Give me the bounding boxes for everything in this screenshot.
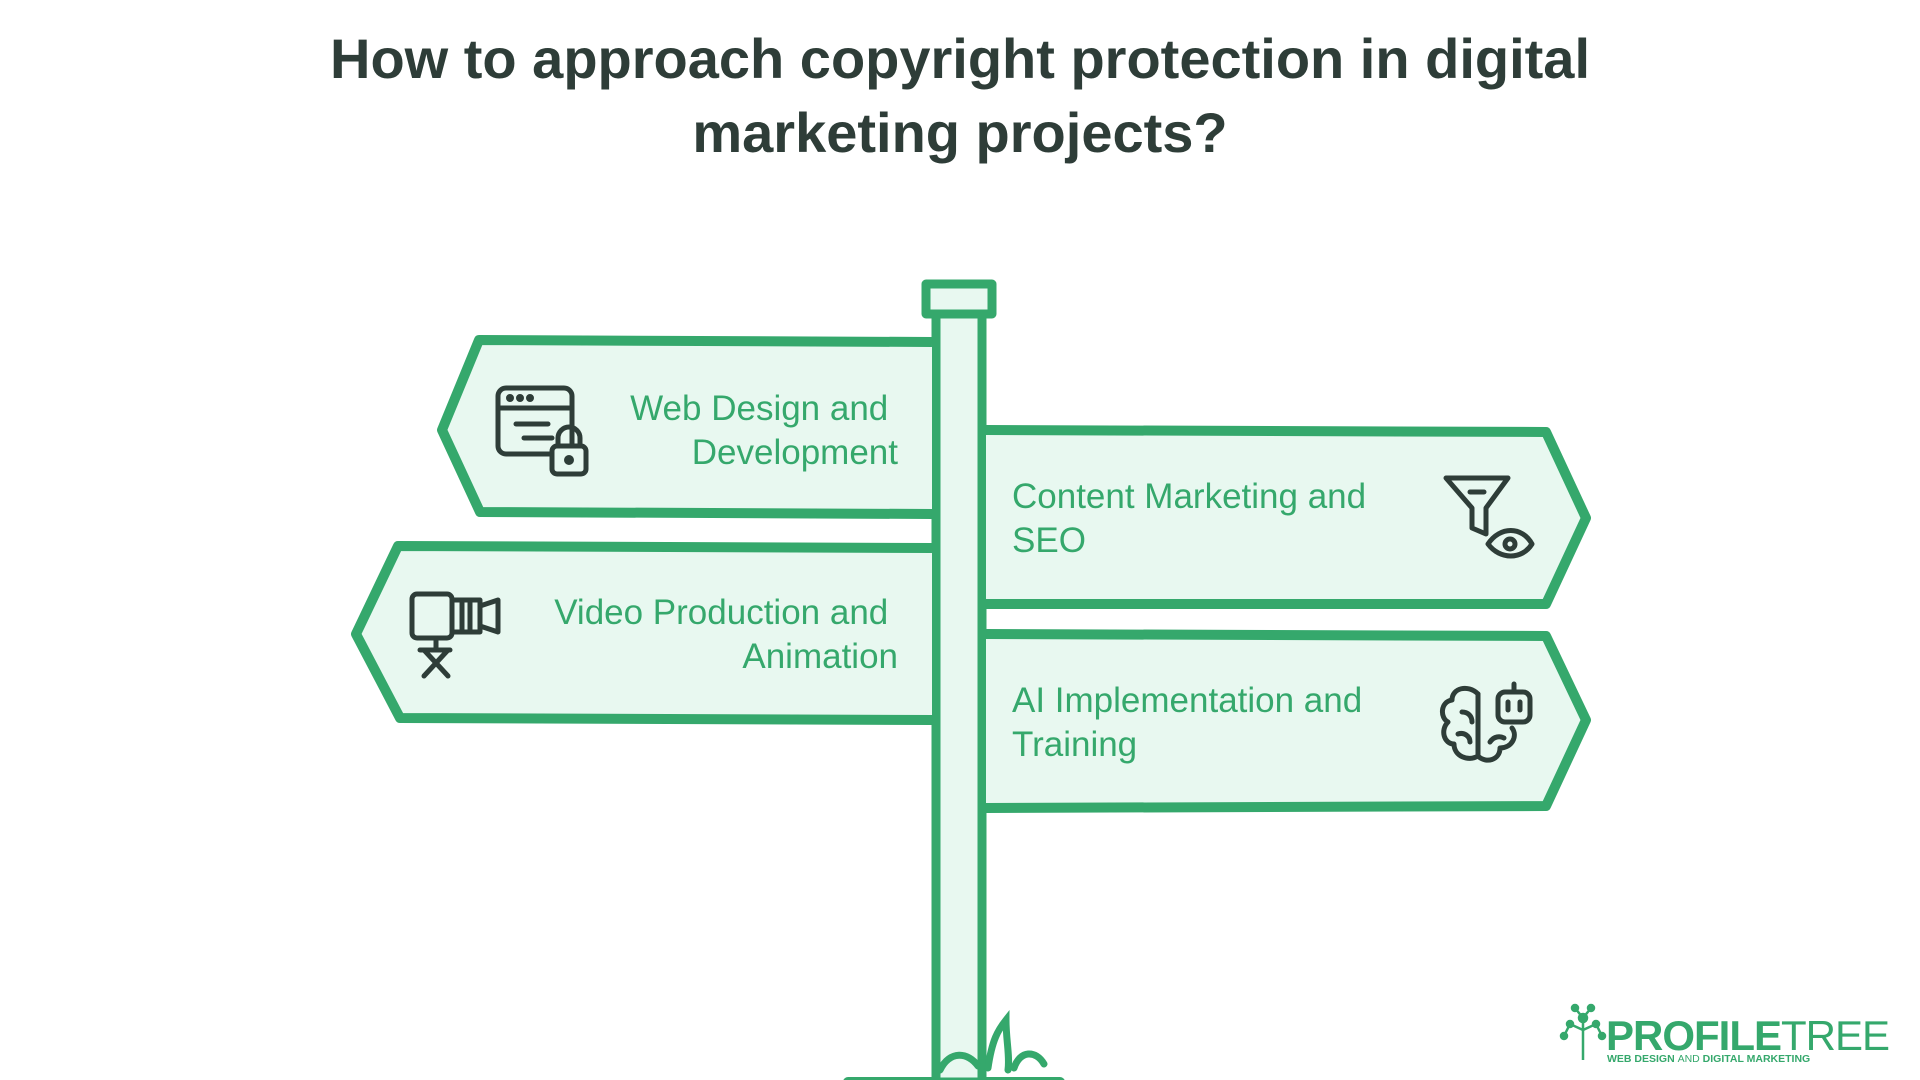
svg-text:PROFILETREE: PROFILETREE [1606, 1012, 1889, 1059]
logo-name-profile: PROFILE [1606, 1012, 1781, 1059]
page-title: How to approach copyright protection in … [260, 22, 1660, 170]
svg-text:AI Implementation and Tr: AI Implementation and Training [1012, 681, 1372, 764]
sign-web-design-line2: Development [692, 433, 898, 472]
sign-video-production-line2: Animation [742, 637, 898, 676]
browser-lock-icon [495, 385, 589, 477]
sign-content-marketing-board [985, 425, 1591, 609]
title-line-1: How to approach copyright protection in … [330, 27, 1590, 90]
svg-text:Content Marketing and SE: Content Marketing and SEO [1012, 477, 1376, 560]
sign-web-design: Web Design and Development [437, 335, 933, 519]
profiletree-logo: PROFILETREE WEB DESIGN AND DIGITAL MARKE… [1559, 1003, 1890, 1065]
video-camera-icon [409, 591, 501, 679]
sign-video-production: Video Production and Animation [351, 541, 933, 725]
sign-content-marketing-line1: Content Marketing and [1012, 477, 1366, 516]
sign-web-design-line1: Web Design and [630, 389, 888, 428]
svg-text:Web Design and Developme: Web Design and Development [630, 389, 898, 472]
funnel-eye-icon [1443, 475, 1535, 559]
tree-logo-icon [1559, 1003, 1607, 1060]
svg-text:WEB DESIGN AND DIGITAL MARKETI: WEB DESIGN AND DIGITAL MARKETING [1607, 1053, 1810, 1065]
brain-robot-icon [1440, 681, 1533, 763]
sign-content-marketing-line2: SEO [1012, 521, 1086, 560]
sign-ai-implementation-board [985, 629, 1591, 813]
logo-tagline-a: WEB DESIGN [1607, 1053, 1678, 1065]
sign-video-production-line1: Video Production and [554, 593, 888, 632]
logo-tagline-c: DIGITAL MARKETING [1700, 1053, 1810, 1065]
sign-content-marketing: Content Marketing and SEO [985, 425, 1591, 609]
sign-video-production-board [351, 541, 933, 725]
logo-name-tree: TREE [1781, 1012, 1889, 1059]
sign-ai-implementation: AI Implementation and Training [985, 629, 1591, 813]
logo-tagline-b: AND [1678, 1053, 1701, 1065]
grass-tuft [936, 1010, 1048, 1074]
sign-ai-implementation-line1: AI Implementation and [1012, 681, 1362, 720]
svg-text:Video Production and Ani: Video Production and Animation [554, 593, 898, 676]
sign-ai-implementation-line2: Training [1012, 725, 1137, 764]
signpost-post [921, 279, 997, 1080]
title-line-2: marketing projects? [692, 101, 1228, 164]
